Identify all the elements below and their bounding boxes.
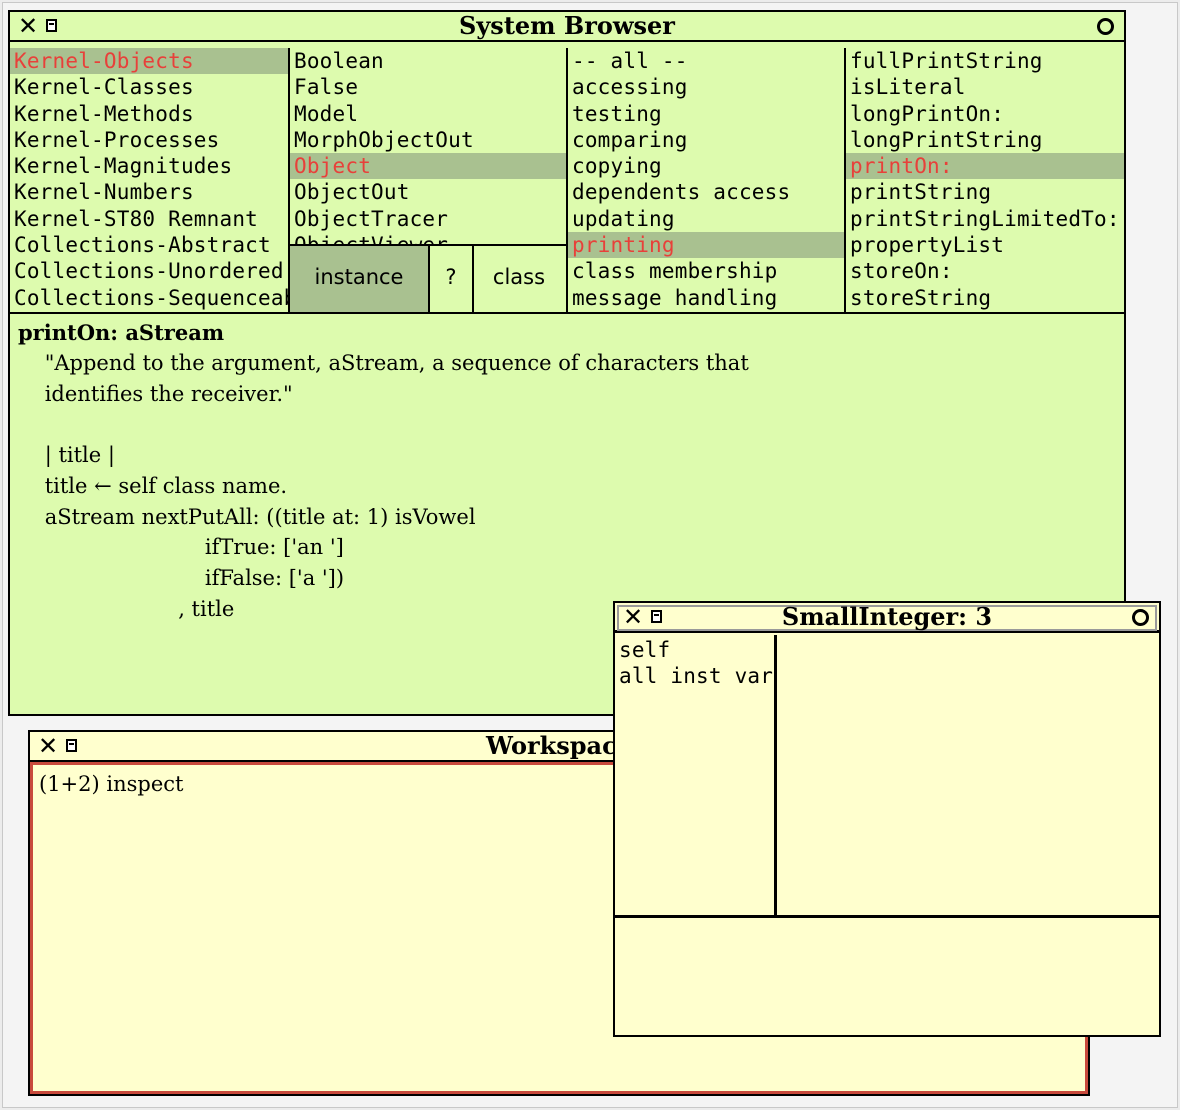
code-line: title ← self class name. — [18, 473, 288, 498]
class-item[interactable]: False — [294, 75, 359, 100]
class-switch-buttons: instance ? class — [288, 246, 566, 312]
inspector-field-item[interactable]: all inst vars — [619, 664, 777, 689]
protocol-item[interactable]: -- all -- — [572, 49, 688, 73]
category-item[interactable]: Collections-Sequenceable — [14, 285, 288, 310]
protocol-item[interactable]: updating — [572, 206, 675, 231]
collapse-icon[interactable] — [1097, 18, 1114, 35]
code-line: , title — [18, 596, 235, 621]
collapse-icon[interactable] — [1132, 609, 1149, 626]
code-line: ifFalse: ['a ']) — [18, 565, 345, 590]
protocol-item[interactable]: class membership — [572, 259, 778, 284]
inspector-field-item[interactable]: self — [619, 638, 671, 662]
protocol-item[interactable]: accessing — [572, 75, 688, 100]
method-item[interactable]: fullPrintString — [850, 49, 1043, 73]
class-item[interactable]: Model — [294, 101, 359, 126]
method-item[interactable]: longPrintString — [850, 127, 1043, 152]
window-title: System Browser — [459, 11, 675, 40]
class-item[interactable]: Object — [290, 153, 566, 180]
browser-title-bar[interactable]: ✕ System Browser — [10, 12, 1124, 42]
category-item[interactable]: Kernel-Methods — [14, 101, 194, 126]
class-item[interactable]: ObjectTracer — [294, 206, 449, 231]
inspector-value-pane[interactable] — [777, 635, 1159, 915]
inspector-title-bar[interactable]: ✕ SmallInteger: 3 — [615, 603, 1159, 633]
window-title: SmallInteger: 3 — [781, 602, 993, 631]
inspector-eval-pane[interactable] — [615, 915, 1159, 1035]
help-button[interactable]: ? — [430, 246, 474, 312]
workspace-text: (1+2) inspect — [39, 772, 184, 796]
window-title: Workspace — [485, 731, 632, 760]
class-item[interactable]: MorphObjectOut — [294, 127, 474, 152]
category-item[interactable]: Kernel-Classes — [14, 75, 194, 100]
method-item[interactable]: printOn: — [846, 153, 1124, 180]
category-item[interactable]: Kernel-Processes — [14, 127, 220, 152]
method-item[interactable]: longPrintOn: — [850, 101, 1005, 126]
method-item[interactable]: storeString — [850, 285, 992, 310]
category-item[interactable]: Kernel-Objects — [10, 48, 288, 75]
category-item[interactable]: Kernel-Numbers — [14, 180, 194, 205]
protocol-item[interactable]: comparing — [572, 127, 688, 152]
protocol-item[interactable]: copying — [572, 154, 662, 179]
method-item[interactable]: propertyList — [850, 233, 1005, 258]
window-menu-icon[interactable] — [651, 610, 662, 623]
close-icon[interactable]: ✕ — [18, 12, 39, 40]
window-menu-icon[interactable] — [46, 19, 57, 32]
class-item[interactable]: ObjectOut — [294, 180, 410, 205]
class-item[interactable]: Boolean — [294, 49, 384, 73]
code-pane[interactable]: printOn: aStream "Append to the argument… — [10, 312, 1124, 714]
protocol-item[interactable]: dependents access — [572, 180, 791, 205]
code-line: aStream nextPutAll: ((title at: 1) isVow… — [18, 504, 476, 529]
category-item[interactable]: Kernel-Magnitudes — [14, 154, 233, 179]
protocol-item[interactable]: testing — [572, 101, 662, 126]
code-line: ifTrue: ['an '] — [18, 535, 344, 560]
protocol-item[interactable]: printing — [568, 232, 844, 259]
method-item[interactable]: printString — [850, 180, 992, 205]
class-item[interactable]: ObjectViewer — [294, 233, 449, 246]
category-item[interactable]: Collections-Unordered — [14, 259, 284, 284]
category-item[interactable]: Collections-Abstract — [14, 233, 271, 258]
close-icon[interactable]: ✕ — [623, 603, 644, 631]
code-line: "Append to the argument, aStream, a sequ… — [18, 351, 749, 375]
method-item[interactable]: isLiteral — [850, 75, 966, 100]
instance-button[interactable]: instance — [290, 246, 430, 312]
protocol-item[interactable]: message handling — [572, 285, 778, 310]
code-line — [18, 409, 1124, 440]
method-header: printOn: aStream — [18, 320, 225, 345]
code-line: | title | — [18, 443, 115, 468]
window-menu-icon[interactable] — [66, 739, 77, 752]
method-item[interactable]: storeOn: — [850, 259, 953, 284]
method-item[interactable]: printStringLimitedTo: — [850, 206, 1120, 231]
class-button[interactable]: class — [492, 265, 546, 289]
code-line: identifies the receiver." — [18, 381, 293, 406]
close-icon[interactable]: ✕ — [38, 732, 59, 760]
category-item[interactable]: Kernel-ST80 Remnant — [14, 206, 259, 231]
